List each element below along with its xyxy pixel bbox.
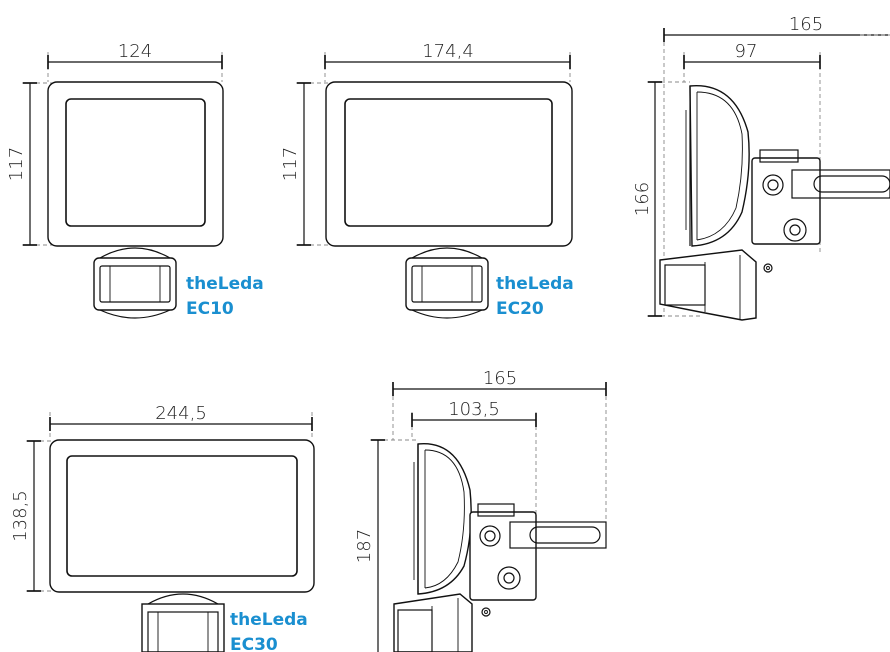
height-dimension: 138,5 — [10, 490, 31, 542]
front-view-ec10: 124 117 theLeda EC10 — [6, 41, 264, 319]
motion-sensor — [141, 593, 225, 652]
side-view-small: 165 97 166 — [632, 14, 890, 321]
product-name: theLeda — [496, 274, 574, 294]
motion-sensor — [393, 593, 473, 652]
head-depth-dimension: 103,5 — [448, 399, 500, 420]
width-dimension: 244,5 — [155, 403, 207, 424]
product-model: EC10 — [186, 299, 234, 319]
front-view-ec20: 174,4 117 theLeda EC20 — [280, 41, 574, 319]
width-dimension: 174,4 — [422, 41, 474, 62]
product-name: theLeda — [186, 274, 264, 294]
mounting-bracket — [469, 503, 607, 617]
height-dimension: 117 — [280, 147, 301, 181]
motion-sensor — [405, 247, 489, 319]
height-dimension: 166 — [632, 182, 653, 216]
side-view-large: 165 103,5 187 — [354, 368, 607, 652]
height-dimension: 187 — [354, 529, 375, 563]
mounting-bracket — [751, 149, 890, 273]
product-model: EC30 — [230, 635, 278, 652]
width-dimension: 124 — [118, 41, 152, 62]
floodlight-housing — [49, 439, 315, 593]
head-depth-dimension: 97 — [735, 41, 758, 62]
motion-sensor — [93, 247, 177, 319]
total-depth-dimension: 165 — [483, 368, 517, 389]
floodlight-housing — [325, 81, 573, 247]
product-model: EC20 — [496, 299, 544, 319]
lamp-side-profile — [685, 85, 750, 247]
motion-sensor — [659, 249, 757, 321]
lamp-side-profile — [413, 443, 472, 595]
front-view-ec30: 244,5 138,5 theLeda EC30 — [10, 403, 315, 652]
floodlight-housing — [47, 81, 224, 247]
product-name: theLeda — [230, 610, 308, 630]
height-dimension: 117 — [6, 147, 27, 181]
total-depth-dimension: 165 — [789, 14, 823, 35]
